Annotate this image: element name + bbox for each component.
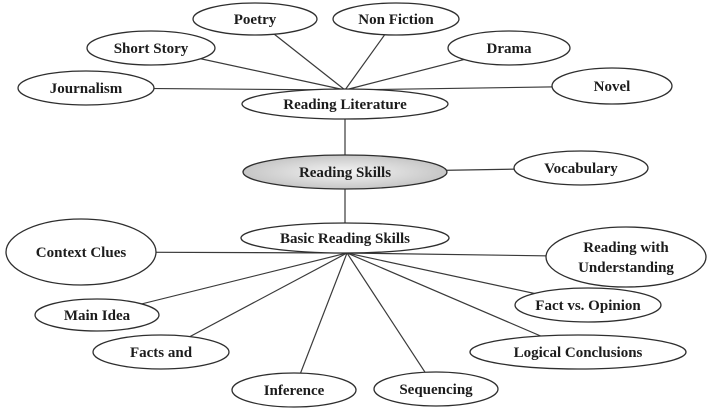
node-poetry-shape: [192, 2, 318, 36]
node-reading-literature: Reading Literature: [241, 88, 449, 120]
node-vocabulary-label: Vocabulary: [544, 161, 618, 177]
node-non-fiction: Non Fiction: [332, 2, 460, 36]
node-fact-vs-opinion-shape: [514, 287, 662, 323]
node-non-fiction-label: Non Fiction: [358, 12, 434, 28]
node-inference: Inference: [231, 372, 357, 408]
node-drama-shape: [447, 30, 571, 66]
node-basic-reading-skills: Basic Reading Skills: [240, 222, 450, 254]
node-logical-conclusions-label: Logical Conclusions: [514, 345, 643, 361]
node-fact-vs-opinion: Fact vs. Opinion: [514, 287, 662, 323]
node-context-clues-label: Context Clues: [36, 245, 127, 261]
node-sequencing: Sequencing: [373, 371, 499, 407]
node-main-idea-shape: [34, 298, 160, 332]
connector-basic-reading-skills-to-inference: [293, 252, 348, 391]
node-reading-literature-shape: [241, 88, 449, 120]
node-reading-with-understanding-shape: [545, 226, 707, 288]
node-journalism-label: Journalism: [50, 81, 123, 97]
node-non-fiction-shape: [332, 2, 460, 36]
connector-basic-reading-skills-to-sequencing: [346, 252, 437, 390]
node-short-story-label: Short Story: [114, 41, 189, 57]
node-logical-conclusions-shape: [469, 334, 687, 370]
node-reading-with-understanding-label-line: Reading with: [583, 240, 669, 256]
node-short-story: Short Story: [86, 30, 216, 66]
node-basic-reading-skills-label: Basic Reading Skills: [280, 231, 410, 247]
node-novel-label: Novel: [594, 79, 631, 95]
connector-lines: [80, 18, 627, 391]
node-short-story-shape: [86, 30, 216, 66]
node-journalism: Journalism: [17, 70, 155, 106]
node-sequencing-shape: [373, 371, 499, 407]
connector-basic-reading-skills-to-facts-and: [160, 252, 348, 353]
node-context-clues-shape: [5, 218, 157, 286]
node-reading-skills-shape: [242, 154, 448, 190]
node-vocabulary-shape: [513, 150, 649, 186]
node-main-idea: Main Idea: [34, 298, 160, 332]
node-facts-and: Facts and: [92, 334, 230, 370]
node-poetry-label: Poetry: [234, 12, 277, 28]
node-facts-and-shape: [92, 334, 230, 370]
node-journalism-shape: [17, 70, 155, 106]
node-facts-and-label: Facts and: [130, 345, 193, 361]
node-inference-label: Inference: [264, 383, 325, 399]
node-inference-shape: [231, 372, 357, 408]
node-novel-shape: [551, 67, 673, 105]
node-reading-skills: Reading Skills: [242, 154, 448, 190]
node-drama: Drama: [447, 30, 571, 66]
node-main-idea-label: Main Idea: [64, 308, 131, 324]
node-drama-label: Drama: [487, 41, 532, 57]
node-vocabulary: Vocabulary: [513, 150, 649, 186]
node-poetry: Poetry: [192, 2, 318, 36]
node-basic-reading-skills-shape: [240, 222, 450, 254]
node-context-clues: Context Clues: [5, 218, 157, 286]
node-fact-vs-opinion-label: Fact vs. Opinion: [535, 298, 641, 314]
node-novel: Novel: [551, 67, 673, 105]
node-logical-conclusions: Logical Conclusions: [469, 334, 687, 370]
node-reading-literature-label: Reading Literature: [283, 97, 407, 113]
node-reading-skills-label: Reading Skills: [299, 165, 391, 181]
node-sequencing-label: Sequencing: [399, 382, 473, 398]
node-reading-with-understanding-label-line: Understanding: [578, 260, 674, 276]
